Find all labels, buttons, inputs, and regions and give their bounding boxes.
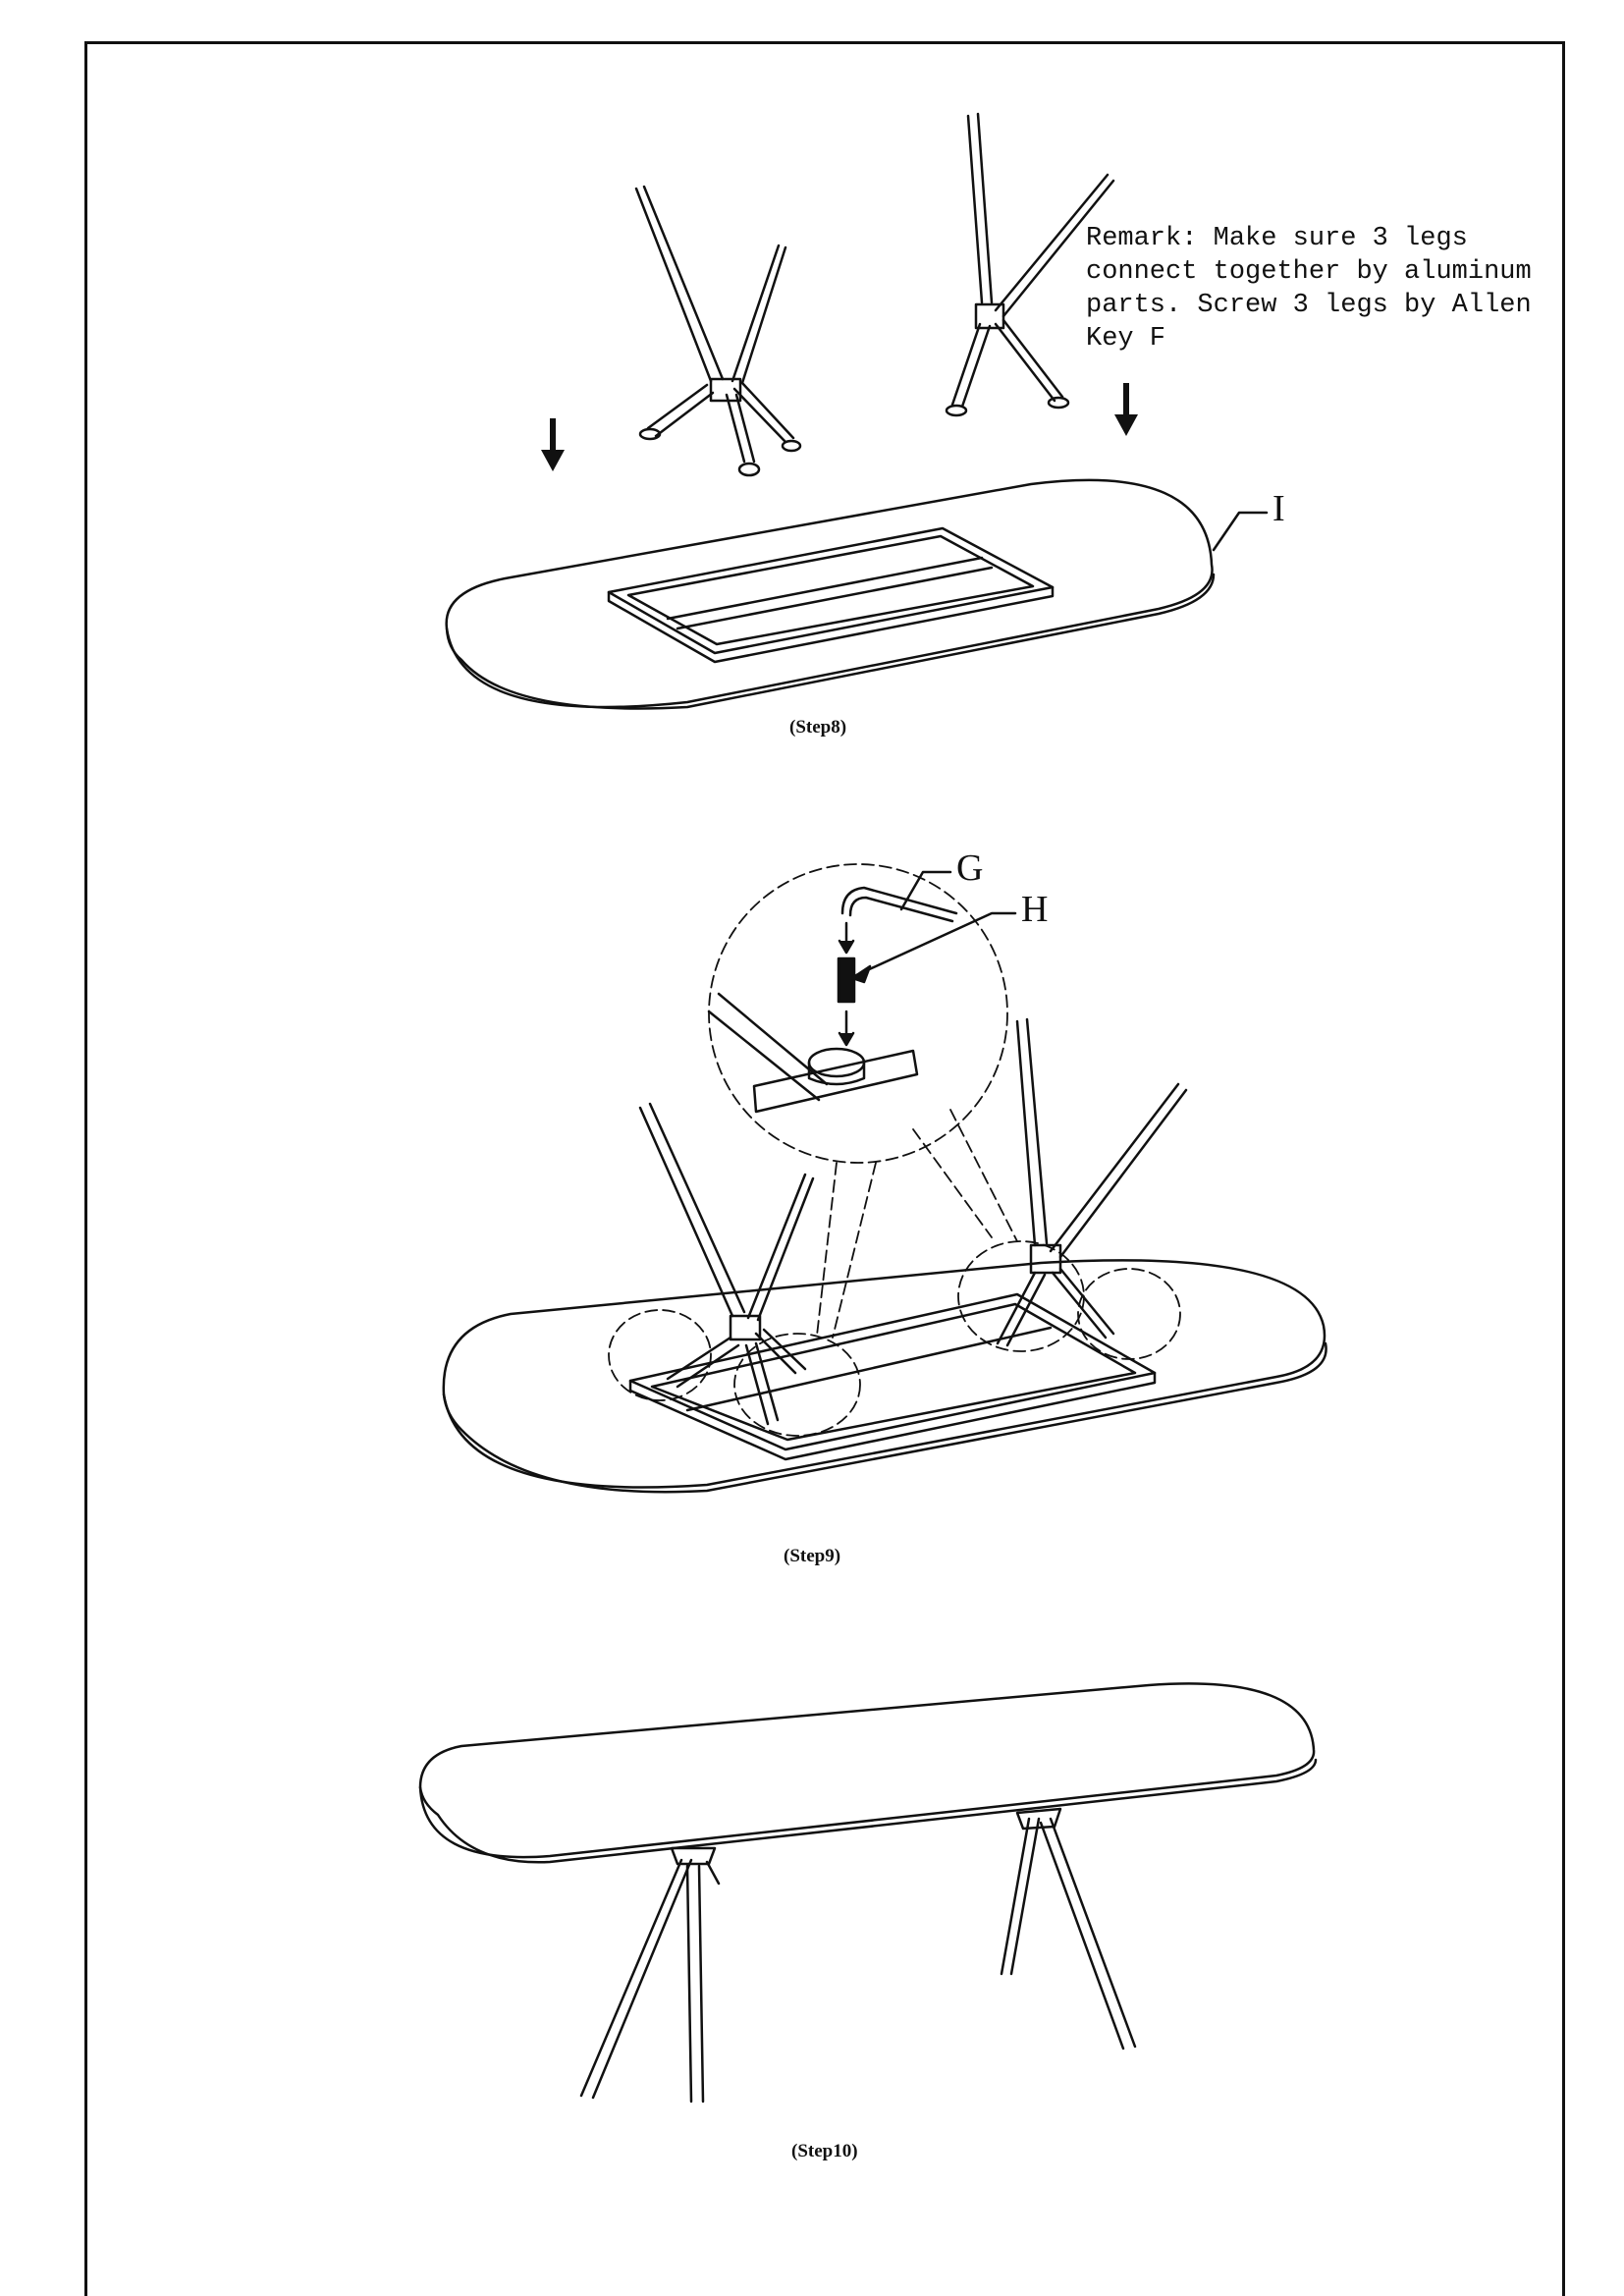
part-label-i: I xyxy=(1272,488,1285,529)
tabletop-step9 xyxy=(442,1259,1327,1494)
step9-illustration xyxy=(442,863,1327,1494)
part-label-g: G xyxy=(956,847,984,889)
step10-caption: (Step10) xyxy=(791,2141,858,2161)
remark-note: Remark: Make sure 3 legs connect togethe… xyxy=(1086,224,1547,354)
part-label-h: H xyxy=(1021,889,1049,930)
table-legs-right-step10 xyxy=(1000,1807,1137,2050)
leg-set-left-step8 xyxy=(634,185,802,477)
step10-illustration xyxy=(418,1682,1318,2104)
table-legs-left-step10 xyxy=(579,1846,721,2104)
down-arrow-icon xyxy=(541,418,565,471)
step8-caption: (Step8) xyxy=(789,717,847,738)
leader-line-g xyxy=(899,870,952,911)
leg-set-left-step9 xyxy=(638,1102,815,1426)
step8-illustration xyxy=(445,112,1269,710)
leg-set-right-step9 xyxy=(996,1017,1188,1347)
leader-line-i xyxy=(1212,511,1269,552)
page-frame xyxy=(84,41,1565,2296)
detail-callouts xyxy=(608,863,1181,1437)
detail-view xyxy=(707,886,958,1114)
tabletop-step10 xyxy=(418,1682,1318,1864)
leg-set-right-step8 xyxy=(945,112,1115,417)
down-arrow-icon xyxy=(1114,383,1138,436)
step9-caption: (Step9) xyxy=(784,1546,841,1566)
tabletop-step8 xyxy=(445,478,1216,710)
leader-line-h xyxy=(852,911,1017,978)
